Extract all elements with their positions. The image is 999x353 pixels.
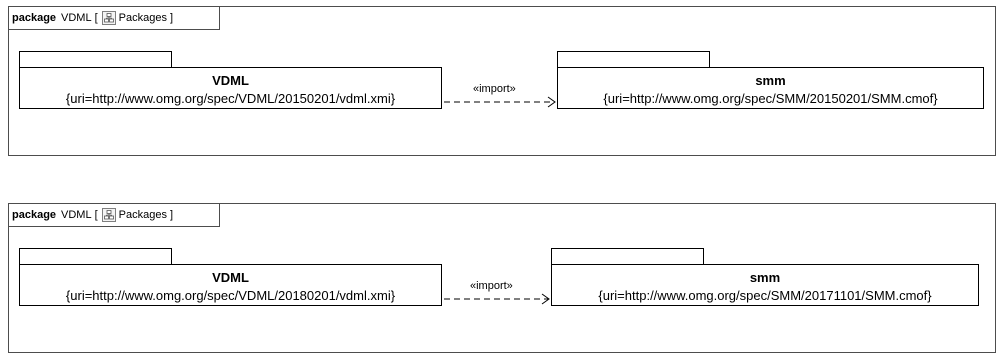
package-tab [551, 248, 704, 264]
header-open-bracket: [ [94, 12, 98, 24]
header-keyword: package [12, 209, 57, 221]
package-tab [557, 51, 710, 67]
package-uri: {uri=http://www.omg.org/spec/SMM/2015020… [603, 91, 938, 106]
package-tab [19, 248, 172, 264]
header-diagram-type: Packages [118, 209, 167, 221]
package-name: smm [755, 73, 786, 88]
package-diagram-icon [101, 11, 116, 25]
package-uri: {uri=http://www.omg.org/spec/SMM/2017110… [598, 288, 932, 303]
package-tab [19, 51, 172, 67]
header-open-bracket: [ [94, 209, 98, 221]
import-dependency-arrow[interactable] [444, 292, 564, 306]
header-keyword: package [12, 12, 57, 24]
header-package-name: VDML [61, 12, 92, 24]
package-body: smm {uri=http://www.omg.org/spec/SMM/201… [551, 264, 979, 306]
package-vdml[interactable]: VDML {uri=http://www.omg.org/spec/VDML/2… [19, 51, 442, 109]
package-smm[interactable]: smm {uri=http://www.omg.org/spec/SMM/201… [557, 51, 984, 109]
package-name: smm [749, 270, 781, 285]
header-diagram-type: Packages [118, 12, 167, 24]
package-vdml[interactable]: VDML {uri=http://www.omg.org/spec/VDML/2… [19, 248, 442, 306]
package-body: VDML {uri=http://www.omg.org/spec/VDML/2… [19, 67, 442, 109]
diagram-frame-1: package VDML [ Packages ] VDML {uri=http… [8, 6, 996, 156]
package-name: VDML [212, 73, 249, 88]
diagram-header: package VDML [ Packages ] [9, 7, 220, 30]
diagram-frame-2: package VDML [ Packages ] VDML {uri=http… [8, 203, 996, 353]
header-package-name: VDML [61, 209, 92, 221]
package-body: smm {uri=http://www.omg.org/spec/SMM/201… [557, 67, 984, 109]
header-close-bracket: ] [169, 12, 174, 24]
package-uri: {uri=http://www.omg.org/spec/VDML/201802… [65, 288, 396, 303]
package-smm[interactable]: smm {uri=http://www.omg.org/spec/SMM/201… [551, 248, 979, 306]
package-uri: {uri=http://www.omg.org/spec/VDML/201502… [65, 91, 396, 106]
package-name: VDML [212, 270, 249, 285]
dependency-stereotype: «import» [473, 83, 516, 95]
package-body: VDML {uri=http://www.omg.org/spec/VDML/2… [19, 264, 442, 306]
header-close-bracket: ] [169, 209, 174, 221]
package-diagram-icon [101, 208, 116, 222]
import-dependency-arrow[interactable] [444, 95, 564, 109]
dependency-stereotype: «import» [470, 280, 513, 292]
diagram-header: package VDML [ Packages ] [9, 204, 220, 227]
